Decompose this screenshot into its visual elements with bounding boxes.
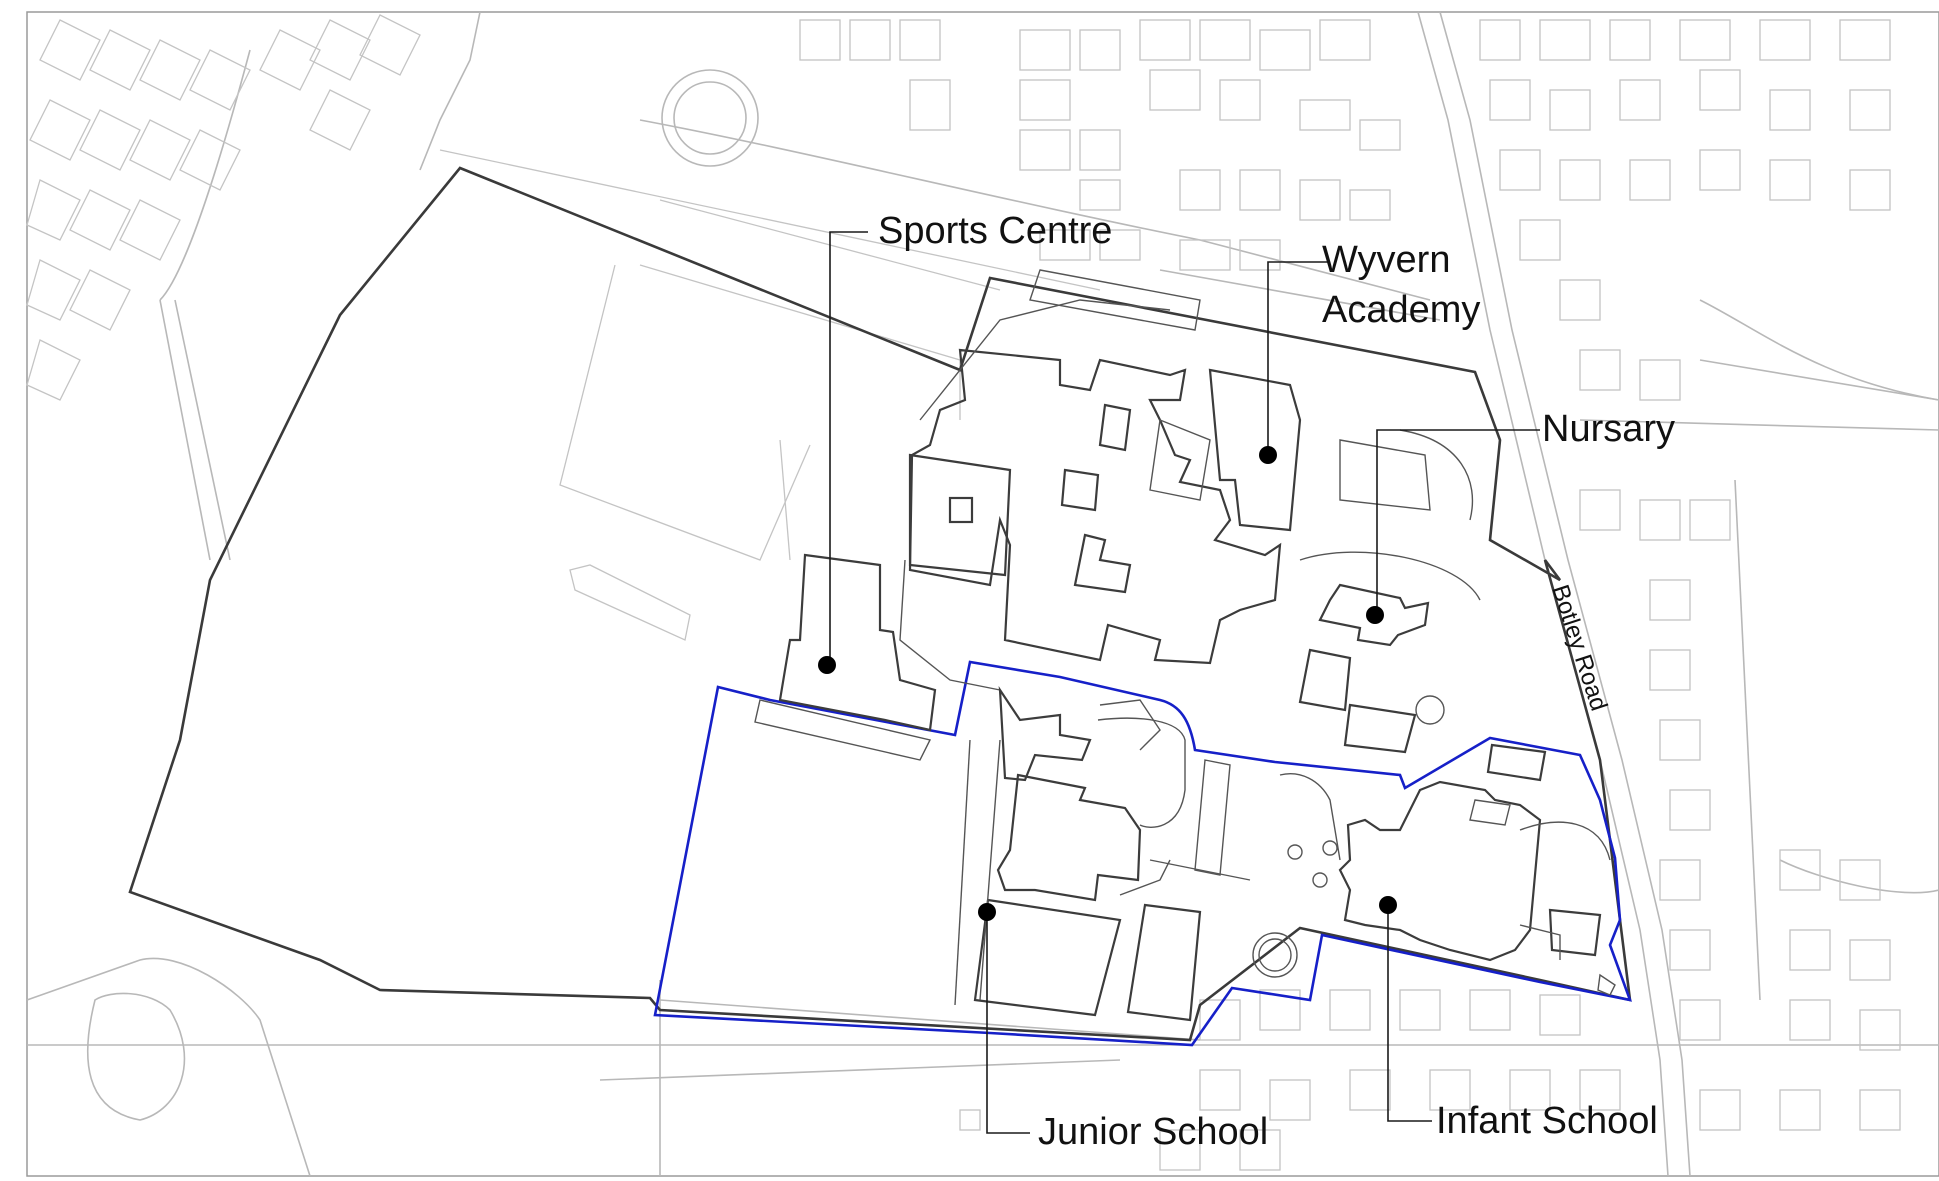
leader-sports-centre <box>829 231 868 665</box>
markers <box>818 446 1397 921</box>
label-junior-school: Junior School <box>1038 1111 1268 1153</box>
leader-nursary <box>1376 429 1540 615</box>
label-sports-centre: Sports Centre <box>878 210 1112 252</box>
leader-lines <box>829 231 1540 1134</box>
leader-infant-school <box>1387 905 1432 1122</box>
label-wyvern-academy-line2: Academy <box>1322 289 1480 331</box>
marker-nursary <box>1366 606 1384 624</box>
context-layer <box>26 11 1939 1177</box>
map-frame <box>26 11 1939 1177</box>
marker-infant-school <box>1379 896 1397 914</box>
label-nursary: Nursary <box>1542 408 1675 450</box>
leader-wyvern-academy <box>1267 261 1330 455</box>
marker-wyvern-academy <box>1259 446 1277 464</box>
marker-sports-centre <box>818 656 836 674</box>
label-wyvern-academy-line1: Wyvern <box>1322 239 1450 281</box>
leader-junior-school <box>986 912 1030 1134</box>
label-infant-school: Infant School <box>1436 1100 1658 1142</box>
marker-junior-school <box>978 903 996 921</box>
campus-boundary <box>128 166 1632 1042</box>
site-boundary <box>653 660 1633 1047</box>
buildings-layer <box>754 269 1616 1022</box>
